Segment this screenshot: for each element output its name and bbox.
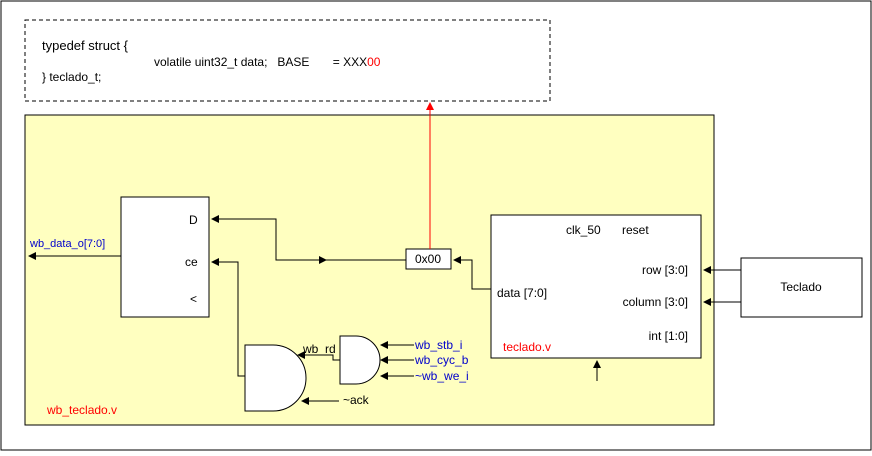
teclado-v-clk: clk_50 xyxy=(566,223,601,237)
register-port-ce: ce xyxy=(185,255,198,269)
module-name: wb_teclado.v xyxy=(46,403,117,417)
register-port-clk: < xyxy=(190,292,197,306)
mux-to-d-mid-arrow xyxy=(319,256,327,264)
ack-label: ~ack xyxy=(343,393,370,407)
mux-label: 0x00 xyxy=(415,252,441,266)
wb-rd-wire xyxy=(297,351,340,361)
teclado-v-int: int [1:0] xyxy=(649,329,688,343)
teclado-block xyxy=(740,257,863,318)
and-gate-rd xyxy=(339,335,381,385)
teclado-v-reset: reset xyxy=(622,223,649,237)
register-block xyxy=(120,196,210,318)
cyc-label: wb_cyc_b xyxy=(414,353,469,367)
we-label: ~wb_we_i xyxy=(415,369,469,383)
teclado-block-label: Teclado xyxy=(780,280,822,294)
teclado-v-data: data [7:0] xyxy=(497,286,547,300)
mux-to-d-wire xyxy=(211,215,406,261)
teclado-v-name: teclado.v xyxy=(503,340,551,354)
wb-rd-label: wb_rd xyxy=(302,342,336,356)
and-gate-ce xyxy=(244,344,307,412)
gate-to-ce-wire xyxy=(211,258,245,377)
data-to-mux-wire xyxy=(453,256,491,290)
code-line-2-prefix: volatile uint32_t data; BASE = XXX xyxy=(154,55,367,69)
code-box xyxy=(24,19,551,102)
register-output-label: wb_data_o[7:0] xyxy=(29,238,105,250)
code-line-2-suffix: 00 xyxy=(367,55,381,69)
teclado-v-block xyxy=(490,214,702,359)
code-line-1: typedef struct { xyxy=(42,38,129,53)
teclado-v-column: column [3:0] xyxy=(623,295,688,309)
mux-box xyxy=(405,248,452,270)
stb-label: wb_stb_i xyxy=(414,338,462,352)
teclado-v-row: row [3:0] xyxy=(642,263,688,277)
register-port-d: D xyxy=(189,213,198,227)
code-line-3: } teclado_t; xyxy=(42,70,101,84)
code-line-2: volatile uint32_t data; BASE = XXX00 xyxy=(154,55,381,69)
